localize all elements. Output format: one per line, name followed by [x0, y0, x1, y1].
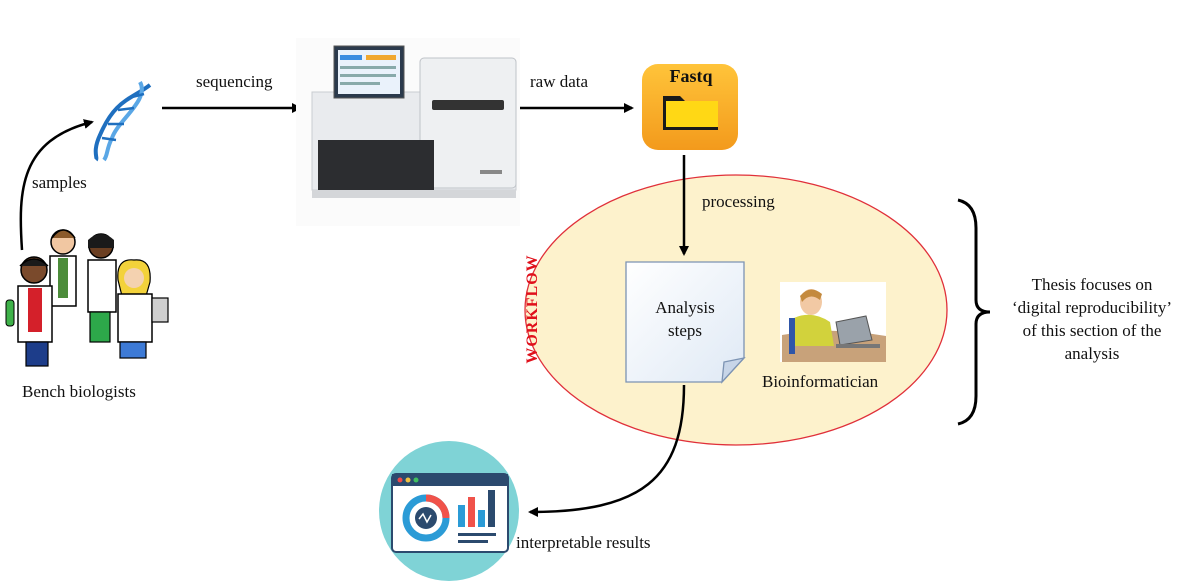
thesis-line-1: Thesis focuses on: [1031, 275, 1153, 294]
raw-data-label: raw data: [530, 72, 589, 91]
dna-icon: [93, 81, 152, 162]
analysis-steps-line2: steps: [668, 321, 702, 340]
processing-label: processing: [702, 192, 775, 211]
scientists-icon: [5, 229, 169, 367]
workflow-label: WORKFLOW: [524, 254, 541, 364]
fastq-label: Fastq: [669, 66, 713, 86]
results-dashboard-icon: [379, 441, 519, 581]
bioinformatician-icon: [780, 282, 886, 362]
samples-arrow: [19, 119, 94, 251]
interpretable-results-label: interpretable results: [516, 533, 651, 552]
section-bracket: [957, 198, 991, 426]
analysis-steps-line1: Analysis: [655, 298, 715, 317]
thesis-line-4: analysis: [1064, 344, 1120, 363]
sequencer-icon: [296, 38, 520, 226]
results-arrow: [528, 384, 686, 517]
thesis-note: Thesis focuses on ‘digital reproducibili…: [992, 273, 1192, 365]
thesis-line-2: ‘digital reproducibility’: [1011, 298, 1173, 317]
sequencing-label: sequencing: [196, 72, 273, 91]
bench-biologists-label: Bench biologists: [22, 382, 136, 401]
samples-label: samples: [32, 173, 87, 192]
document-icon: [625, 261, 746, 384]
bioinformatician-label: Bioinformatician: [762, 372, 879, 391]
thesis-line-3: of this section of the: [1022, 321, 1162, 340]
fastq-folder-icon: [642, 64, 738, 150]
